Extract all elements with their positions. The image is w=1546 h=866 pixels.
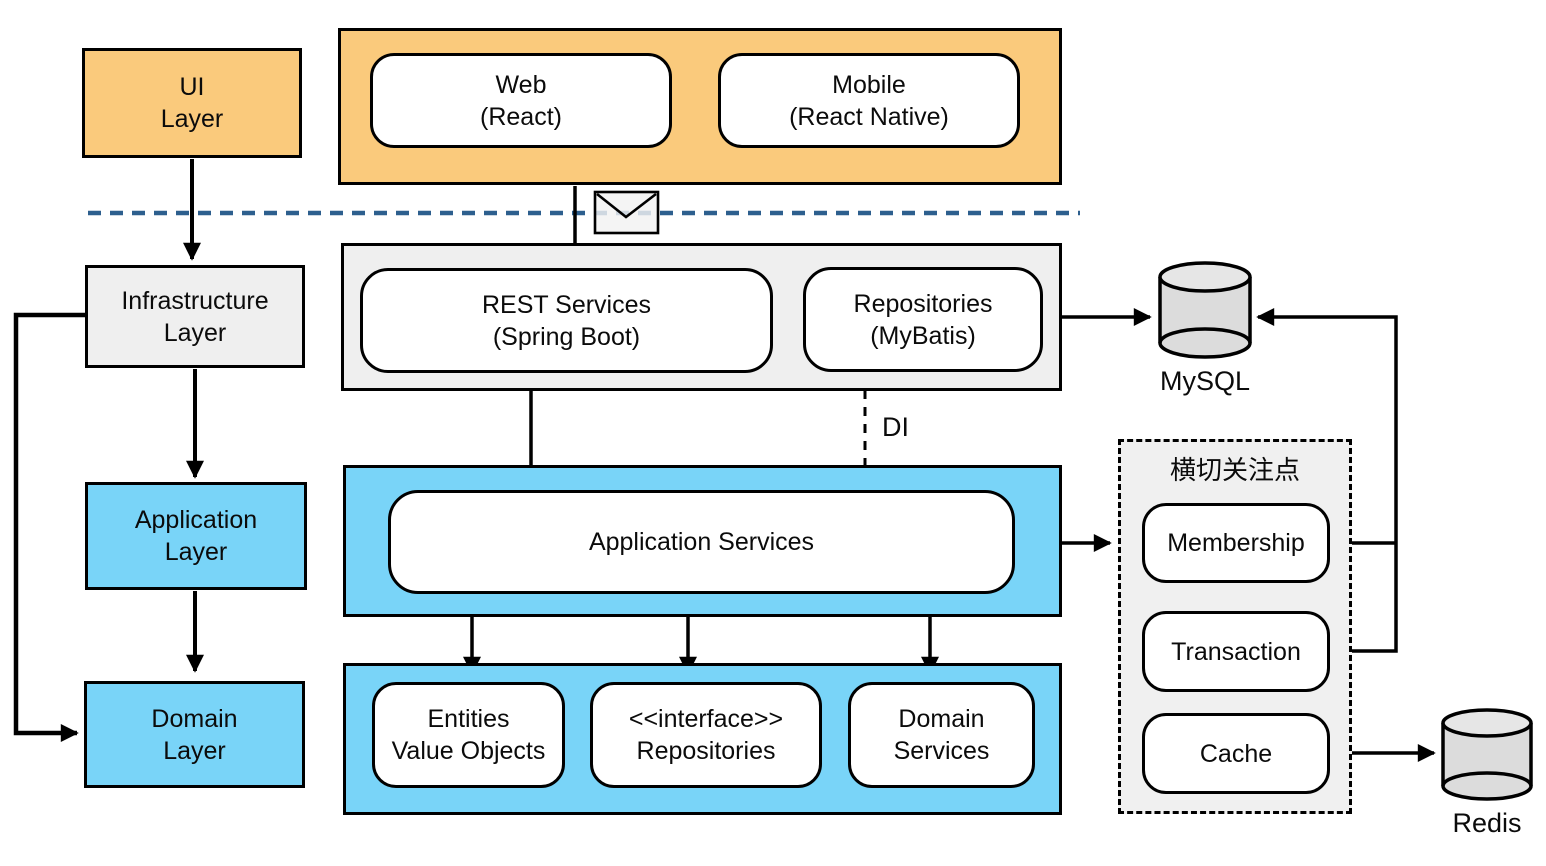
- cache-label: Cache: [1199, 739, 1273, 768]
- domain-services-label-line2: Services: [893, 737, 990, 765]
- membership-label: Membership: [1167, 529, 1305, 557]
- ui-layer-label-line1: UI: [179, 73, 205, 101]
- mysql-database-icon: [1158, 261, 1252, 359]
- domain-layer-label-line2: Layer: [163, 736, 226, 765]
- transaction-box: Transaction: [1142, 611, 1330, 692]
- infrastructure-layer-label-line2: Layer: [163, 318, 227, 347]
- rest-services-box: REST Services (Spring Boot): [360, 268, 773, 373]
- repositories-label-line2: (MyBatis): [870, 321, 976, 350]
- envelope-icon: [593, 190, 660, 235]
- infrastructure-layer-box: Infrastructure Layer: [85, 265, 305, 368]
- application-layer-label-line2: Layer: [164, 538, 228, 566]
- mobile-label-line1: Mobile: [832, 70, 906, 99]
- web-label-line2: (React): [480, 102, 562, 131]
- entities-box: Entities Value Objects: [372, 682, 565, 788]
- rest-services-label-line2: (Spring Boot): [492, 322, 641, 351]
- web-box: Web (React): [370, 53, 672, 148]
- domain-layer-box: Domain Layer: [84, 681, 305, 788]
- mobile-box: Mobile (React Native): [718, 53, 1020, 148]
- entities-label-line1: Entities: [427, 705, 510, 733]
- cross-cutting-title: 横切关注点: [1169, 455, 1300, 485]
- ui-layer-label-line2: Layer: [160, 105, 224, 133]
- web-label-line1: Web: [495, 70, 547, 99]
- mobile-label-line2: (React Native): [789, 102, 949, 131]
- di-label: DI: [882, 412, 909, 442]
- redis-label: Redis: [1452, 808, 1522, 838]
- membership-box: Membership: [1142, 503, 1330, 583]
- mysql-label: MySQL: [1159, 366, 1251, 396]
- entities-label-line2: Value Objects: [391, 737, 546, 765]
- application-services-box: Application Services: [388, 490, 1015, 594]
- repositories-label-line1: Repositories: [853, 289, 993, 318]
- interface-repositories-label-line1: <<interface>>: [628, 705, 784, 733]
- domain-services-box: Domain Services: [848, 682, 1035, 788]
- cache-box: Cache: [1142, 713, 1330, 794]
- repositories-box: Repositories (MyBatis): [803, 267, 1043, 372]
- redis-database-icon: [1441, 708, 1533, 801]
- arrow-infrastructure-to-domain-elbow: [13, 312, 85, 742]
- interface-repositories-label-line2: Repositories: [636, 737, 776, 765]
- application-services-label: Application Services: [588, 528, 815, 556]
- domain-layer-label-line1: Domain: [151, 704, 238, 733]
- rest-services-label-line1: REST Services: [481, 290, 652, 319]
- infrastructure-layer-label-line1: Infrastructure: [121, 286, 269, 315]
- interface-repositories-box: <<interface>> Repositories: [590, 682, 822, 788]
- transaction-label: Transaction: [1171, 637, 1301, 666]
- application-layer-box: Application Layer: [85, 482, 307, 590]
- domain-services-label-line1: Domain: [898, 705, 985, 733]
- application-layer-label-line1: Application: [134, 506, 258, 534]
- ui-layer-box: UI Layer: [82, 48, 302, 158]
